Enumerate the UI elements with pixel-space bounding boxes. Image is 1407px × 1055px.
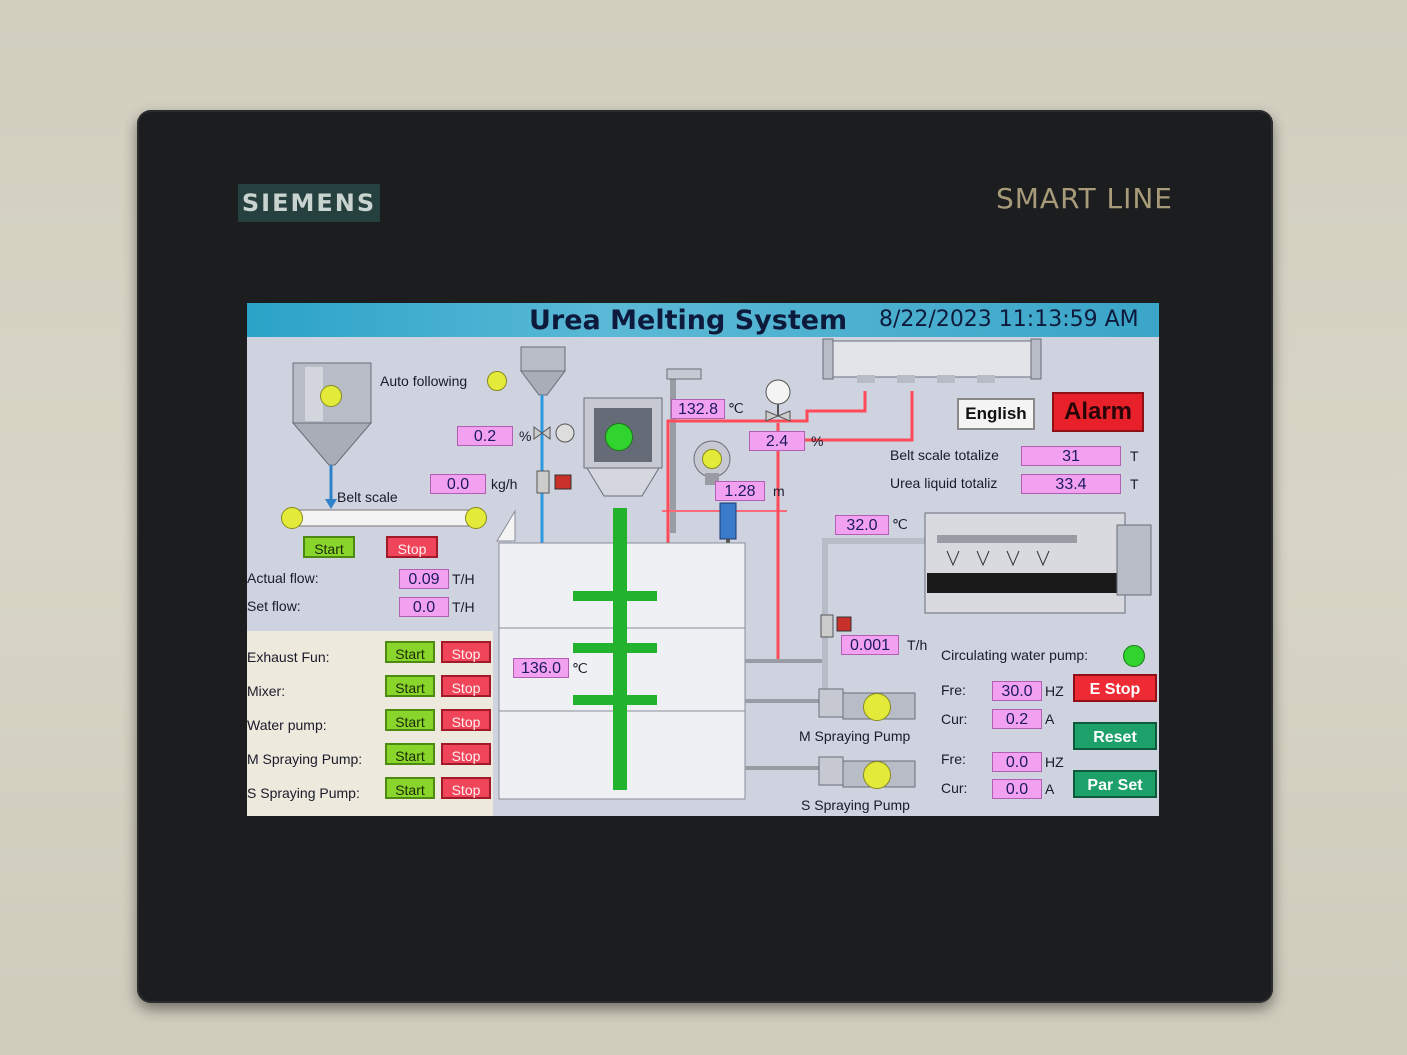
s-fre-unit: HZ: [1045, 754, 1064, 770]
m-cur-unit: A: [1045, 711, 1055, 727]
m-cur-label: Cur:: [941, 711, 968, 727]
clock: 8/22/2023 11:13:59 AM: [879, 307, 1139, 332]
temp-top-unit: ℃: [728, 400, 744, 416]
exhaust-start-button[interactable]: Start: [385, 641, 435, 663]
s-spraying-start-button[interactable]: Start: [385, 777, 435, 799]
emergency-stop-button[interactable]: E Stop: [1073, 674, 1157, 702]
level-unit: m: [773, 483, 785, 499]
s-spraying-stop-button[interactable]: Stop: [441, 777, 491, 799]
feed-rate-unit: kg/h: [491, 476, 518, 492]
belt-total-field[interactable]: 31: [1021, 446, 1121, 466]
feed-rate-field[interactable]: 0.0: [430, 474, 486, 494]
exhaust-stop-button[interactable]: Stop: [441, 641, 491, 663]
m-spraying-stop-button[interactable]: Stop: [441, 743, 491, 765]
circulating-pump-label: Circulating water pump:: [941, 647, 1089, 663]
hmi-screen: Urea Melting System 8/22/2023 11:13:59 A…: [247, 303, 1159, 816]
temp-tank-unit: ℃: [572, 660, 588, 676]
temp-top-field[interactable]: 132.8: [671, 399, 725, 419]
parameter-settings-button[interactable]: Par Set: [1073, 770, 1157, 798]
set-flow-unit: T/H: [452, 599, 475, 615]
m-fre-label: Fre:: [941, 682, 966, 698]
mixer-start-button[interactable]: Start: [385, 675, 435, 697]
dosing-hopper-icon: [520, 346, 566, 396]
water-flow-field[interactable]: 0.001: [841, 635, 899, 655]
temp-tank-field[interactable]: 136.0: [513, 658, 569, 678]
temp-dissolver-unit: ℃: [892, 516, 908, 532]
actual-flow-label: Actual flow:: [247, 570, 319, 586]
valve-open-unit: %: [519, 428, 532, 444]
water-pump-stop-button[interactable]: Stop: [441, 709, 491, 731]
s-cur-unit: A: [1045, 781, 1055, 797]
belt-scale-label: Belt scale: [337, 489, 398, 505]
s-cur-field[interactable]: 0.0: [992, 779, 1042, 799]
s-cur-label: Cur:: [941, 780, 968, 796]
urea-total-label: Urea liquid totaliz: [890, 475, 998, 491]
set-flow-field[interactable]: 0.0: [399, 597, 449, 617]
reset-button[interactable]: Reset: [1073, 722, 1157, 750]
motor-label-s-spraying: S Spraying Pump:: [247, 785, 360, 801]
belt-total-label: Belt scale totalize: [890, 447, 999, 463]
blower-status-lamp: [702, 449, 722, 469]
belt-start-button[interactable]: Start: [303, 536, 355, 558]
process-diagram: [288, 338, 1152, 800]
urea-total-field[interactable]: 33.4: [1021, 474, 1121, 494]
hopper-status-lamp: [320, 385, 342, 407]
actual-flow-unit: T/H: [452, 571, 475, 587]
motor-label-mixer: Mixer:: [247, 683, 286, 699]
water-pump-start-button[interactable]: Start: [385, 709, 435, 731]
urea-total-unit: T: [1130, 476, 1139, 492]
auto-following-label: Auto following: [380, 373, 468, 389]
m-pump-lamp: [863, 693, 891, 721]
m-spraying-pump-label: M Spraying Pump: [799, 728, 911, 744]
water-flow-unit: T/h: [907, 637, 928, 653]
model-label: SMART LINE: [996, 182, 1174, 215]
m-fre-field[interactable]: 30.0: [992, 681, 1042, 701]
belt-left-lamp: [281, 507, 303, 529]
furnace-status-lamp: [605, 423, 633, 451]
page-title: Urea Melting System: [529, 305, 848, 336]
s-pump-lamp: [863, 761, 891, 789]
level-field[interactable]: 1.28: [715, 481, 765, 501]
belt-right-lamp: [465, 507, 487, 529]
auto-following-lamp: [487, 371, 507, 391]
motor-label-water-pump: Water pump:: [247, 717, 327, 733]
circulating-pump-lamp: [1123, 645, 1145, 667]
alarm-button[interactable]: Alarm: [1052, 392, 1144, 432]
pressure-unit: %: [811, 433, 824, 449]
pressure-field[interactable]: 2.4: [749, 431, 805, 451]
hopper-icon: [291, 362, 373, 466]
set-flow-label: Set flow:: [247, 598, 301, 614]
m-spraying-start-button[interactable]: Start: [385, 743, 435, 765]
s-spraying-pump-label: S Spraying Pump: [801, 797, 910, 813]
actual-flow-field[interactable]: 0.09: [399, 569, 449, 589]
s-fre-field[interactable]: 0.0: [992, 752, 1042, 772]
title-bar: [247, 303, 1159, 337]
siemens-logo: SIEMENS: [238, 184, 380, 222]
motor-label-m-spraying: M Spraying Pump:: [247, 751, 363, 767]
language-button[interactable]: English: [957, 398, 1035, 430]
m-cur-field[interactable]: 0.2: [992, 709, 1042, 729]
belt-stop-button[interactable]: Stop: [386, 536, 438, 558]
belt-total-unit: T: [1130, 448, 1139, 464]
m-fre-unit: HZ: [1045, 683, 1064, 699]
motor-control-panel: Exhaust Fun: Start Stop Mixer: Start Sto…: [247, 631, 493, 816]
s-fre-label: Fre:: [941, 751, 966, 767]
motor-label-exhaust: Exhaust Fun:: [247, 649, 330, 665]
valve-open-field[interactable]: 0.2: [457, 426, 513, 446]
mixer-stop-button[interactable]: Stop: [441, 675, 491, 697]
temp-dissolver-field[interactable]: 32.0: [835, 515, 889, 535]
